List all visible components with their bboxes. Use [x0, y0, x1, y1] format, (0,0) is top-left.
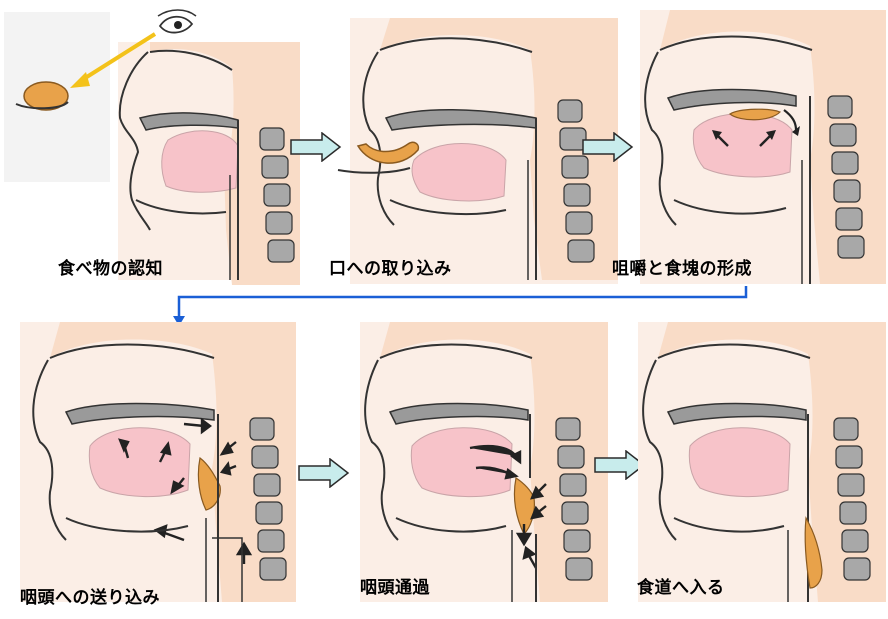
panel-chewing-bolus-formation	[620, 0, 888, 290]
step-label-recognition: 食べ物の認知	[58, 259, 163, 279]
step-label-intake: 口への取り込み	[329, 259, 452, 279]
step-label-pharynx-transport: 咽頭への送り込み	[20, 588, 160, 608]
step-label-pharynx-passage: 咽頭通過	[360, 578, 430, 598]
panel-pharynx-passage	[340, 318, 610, 618]
eye-icon	[158, 10, 196, 33]
step-label-chewing: 咀嚼と食塊の形成	[612, 259, 752, 279]
step-label-esophagus-entry: 食道へ入る	[637, 578, 725, 598]
panel-food-recognition	[0, 0, 300, 290]
panel-food-intake	[330, 10, 620, 290]
food-on-spoon-illustration	[4, 12, 300, 285]
panel-esophagus-entry	[628, 318, 888, 618]
panel-pharynx-transport	[0, 318, 300, 618]
